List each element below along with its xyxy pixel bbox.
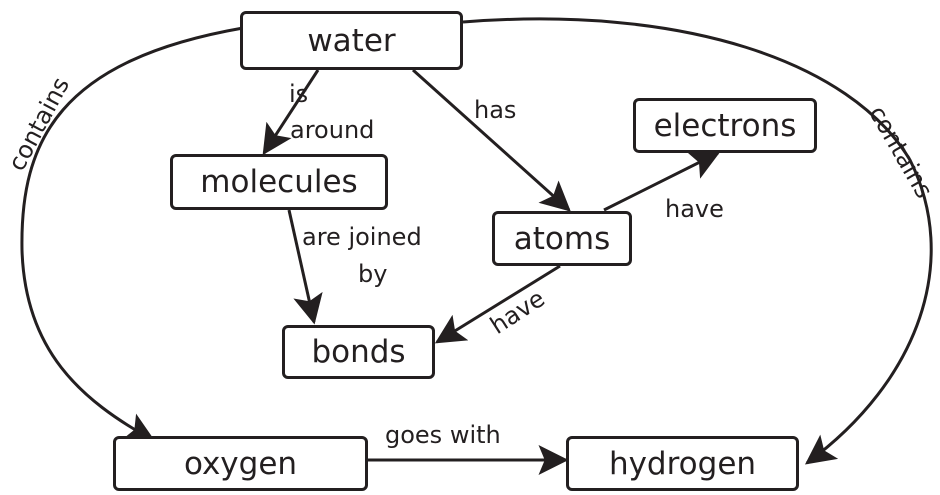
- node-oxygen: oxygen: [113, 436, 368, 491]
- label-molecules-bonds-are-joined: are joined: [302, 223, 422, 251]
- node-water: water: [240, 11, 463, 70]
- edge-atoms-bonds: [434, 264, 561, 344]
- label-atoms-electrons-have: have: [665, 195, 724, 223]
- label-molecules-bonds-by: by: [358, 260, 388, 288]
- node-electrons: electrons: [633, 98, 817, 153]
- label-water-molecules-around: around: [290, 116, 375, 144]
- edge-atoms-electrons: [603, 151, 721, 212]
- node-hydrogen: hydrogen: [566, 436, 799, 491]
- edge-molecules-bonds: [287, 209, 323, 325]
- edge-water-molecules: [262, 69, 320, 156]
- node-molecules: molecules: [170, 154, 388, 210]
- label-water-molecules-is: is: [289, 80, 309, 108]
- edge-water-atoms: [411, 68, 571, 212]
- label-oxygen-hydrogen-goes-with: goes with: [385, 421, 501, 449]
- edge-water-oxygen: [20, 26, 244, 442]
- node-bonds: bonds: [282, 325, 435, 379]
- edge-water-hydrogen: [462, 17, 933, 465]
- node-atoms: atoms: [492, 211, 632, 266]
- label-water-atoms-has: has: [474, 96, 517, 124]
